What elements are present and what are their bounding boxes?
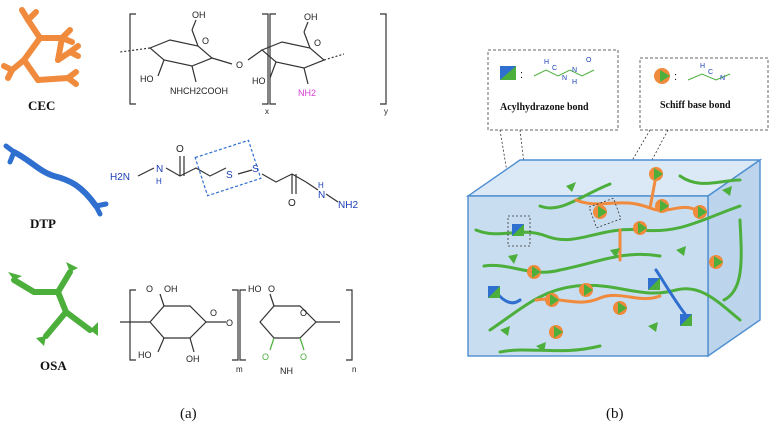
osa-atom: HO bbox=[138, 350, 152, 360]
schiff-nodes bbox=[527, 167, 723, 339]
highlight-boxes bbox=[507, 197, 622, 247]
osa-atom: O bbox=[300, 352, 307, 362]
osa-atom: O bbox=[146, 284, 153, 294]
legend-atom: N bbox=[562, 75, 567, 82]
osa-atom: O bbox=[268, 284, 275, 294]
dtp-atom: H bbox=[156, 177, 162, 186]
dtp-label: DTP bbox=[30, 216, 56, 231]
cec-subscript: x bbox=[265, 107, 269, 116]
osa-subscript: m bbox=[236, 365, 243, 374]
osa-atom: O bbox=[262, 352, 269, 362]
cec-atom: O bbox=[202, 36, 209, 46]
dtp-atom: NH2 bbox=[338, 200, 358, 211]
legend-atom: O bbox=[586, 57, 592, 64]
dtp-atom: S bbox=[252, 164, 259, 175]
legend-atom: H bbox=[572, 79, 577, 86]
dtp-atom-labels: H2N N H O S S O H N NH2 bbox=[110, 144, 358, 211]
legend-atom: H bbox=[544, 59, 549, 66]
legend-atom: N bbox=[572, 67, 577, 74]
dtp-atom: N bbox=[156, 164, 163, 175]
legend-colon: : bbox=[520, 69, 523, 81]
osa-arrowheads bbox=[8, 262, 98, 346]
osa-icon bbox=[11, 269, 93, 339]
cec-icon bbox=[1, 7, 81, 87]
cec-atom: O bbox=[314, 38, 321, 48]
osa-atom: OH bbox=[186, 354, 200, 364]
dtp-atom: O bbox=[288, 198, 296, 209]
osa-atom: O bbox=[210, 308, 217, 318]
cec-atom: NHCH2COOH bbox=[170, 86, 228, 96]
cec-structure bbox=[119, 13, 387, 105]
osa-structure bbox=[120, 289, 353, 361]
osa-atom: OH bbox=[164, 284, 178, 294]
osa-atom: NH bbox=[280, 366, 293, 376]
acylhydrazone-nodes bbox=[488, 224, 692, 326]
dtp-structure bbox=[137, 139, 339, 203]
dtp-atom: N bbox=[318, 190, 325, 201]
osa-atom: O bbox=[226, 318, 233, 328]
dtp-atom: O bbox=[176, 144, 184, 155]
dtp-atom: H bbox=[318, 181, 324, 190]
legend-atom: N bbox=[720, 75, 725, 82]
legend-atom: H bbox=[700, 63, 705, 70]
legend-colon: : bbox=[674, 71, 677, 83]
cec-atom: HO bbox=[252, 76, 266, 86]
osa-atom-labels: O OH O HO OH HO O O O O O NH m n bbox=[138, 284, 356, 376]
osa-subscript: n bbox=[352, 365, 356, 374]
cec-atom: O bbox=[236, 60, 243, 70]
legend-atom: C bbox=[708, 69, 713, 76]
osa-arrow-tips bbox=[500, 182, 732, 352]
panel-a: CEC OH O HO bbox=[1, 7, 388, 422]
cec-atom-labels: OH O HO NHCH2COOH O OH O HO NH2 x y bbox=[140, 10, 388, 116]
legend-schiff: : H C N Schiff base bond bbox=[639, 57, 769, 131]
osa-label: OSA bbox=[40, 358, 67, 373]
panel-b: : H C N N H O Acylhydrazone bond : H C N bbox=[465, 49, 769, 422]
cec-label: CEC bbox=[28, 98, 55, 113]
legend-acylhydrazone: : H C N N H O Acylhydrazone bond bbox=[487, 49, 619, 131]
cec-subscript: y bbox=[384, 107, 388, 116]
cec-atom: NH2 bbox=[298, 88, 316, 98]
dtp-atom: S bbox=[226, 170, 233, 181]
caption-a: (a) bbox=[180, 406, 197, 422]
caption-b: (b) bbox=[606, 406, 624, 422]
cec-atom: HO bbox=[140, 74, 154, 84]
legend-schiff-label: Schiff base bond bbox=[660, 100, 731, 111]
legend-acylhydrazone-label: Acylhydrazone bond bbox=[500, 102, 589, 113]
dtp-icon bbox=[3, 143, 109, 217]
cec-atom: OH bbox=[304, 12, 318, 22]
legend-atom: C bbox=[552, 65, 557, 72]
osa-atom: HO bbox=[248, 284, 262, 294]
cec-atom: OH bbox=[192, 10, 206, 20]
dtp-atom: H2N bbox=[110, 172, 130, 183]
osa-atom: O bbox=[300, 308, 307, 318]
